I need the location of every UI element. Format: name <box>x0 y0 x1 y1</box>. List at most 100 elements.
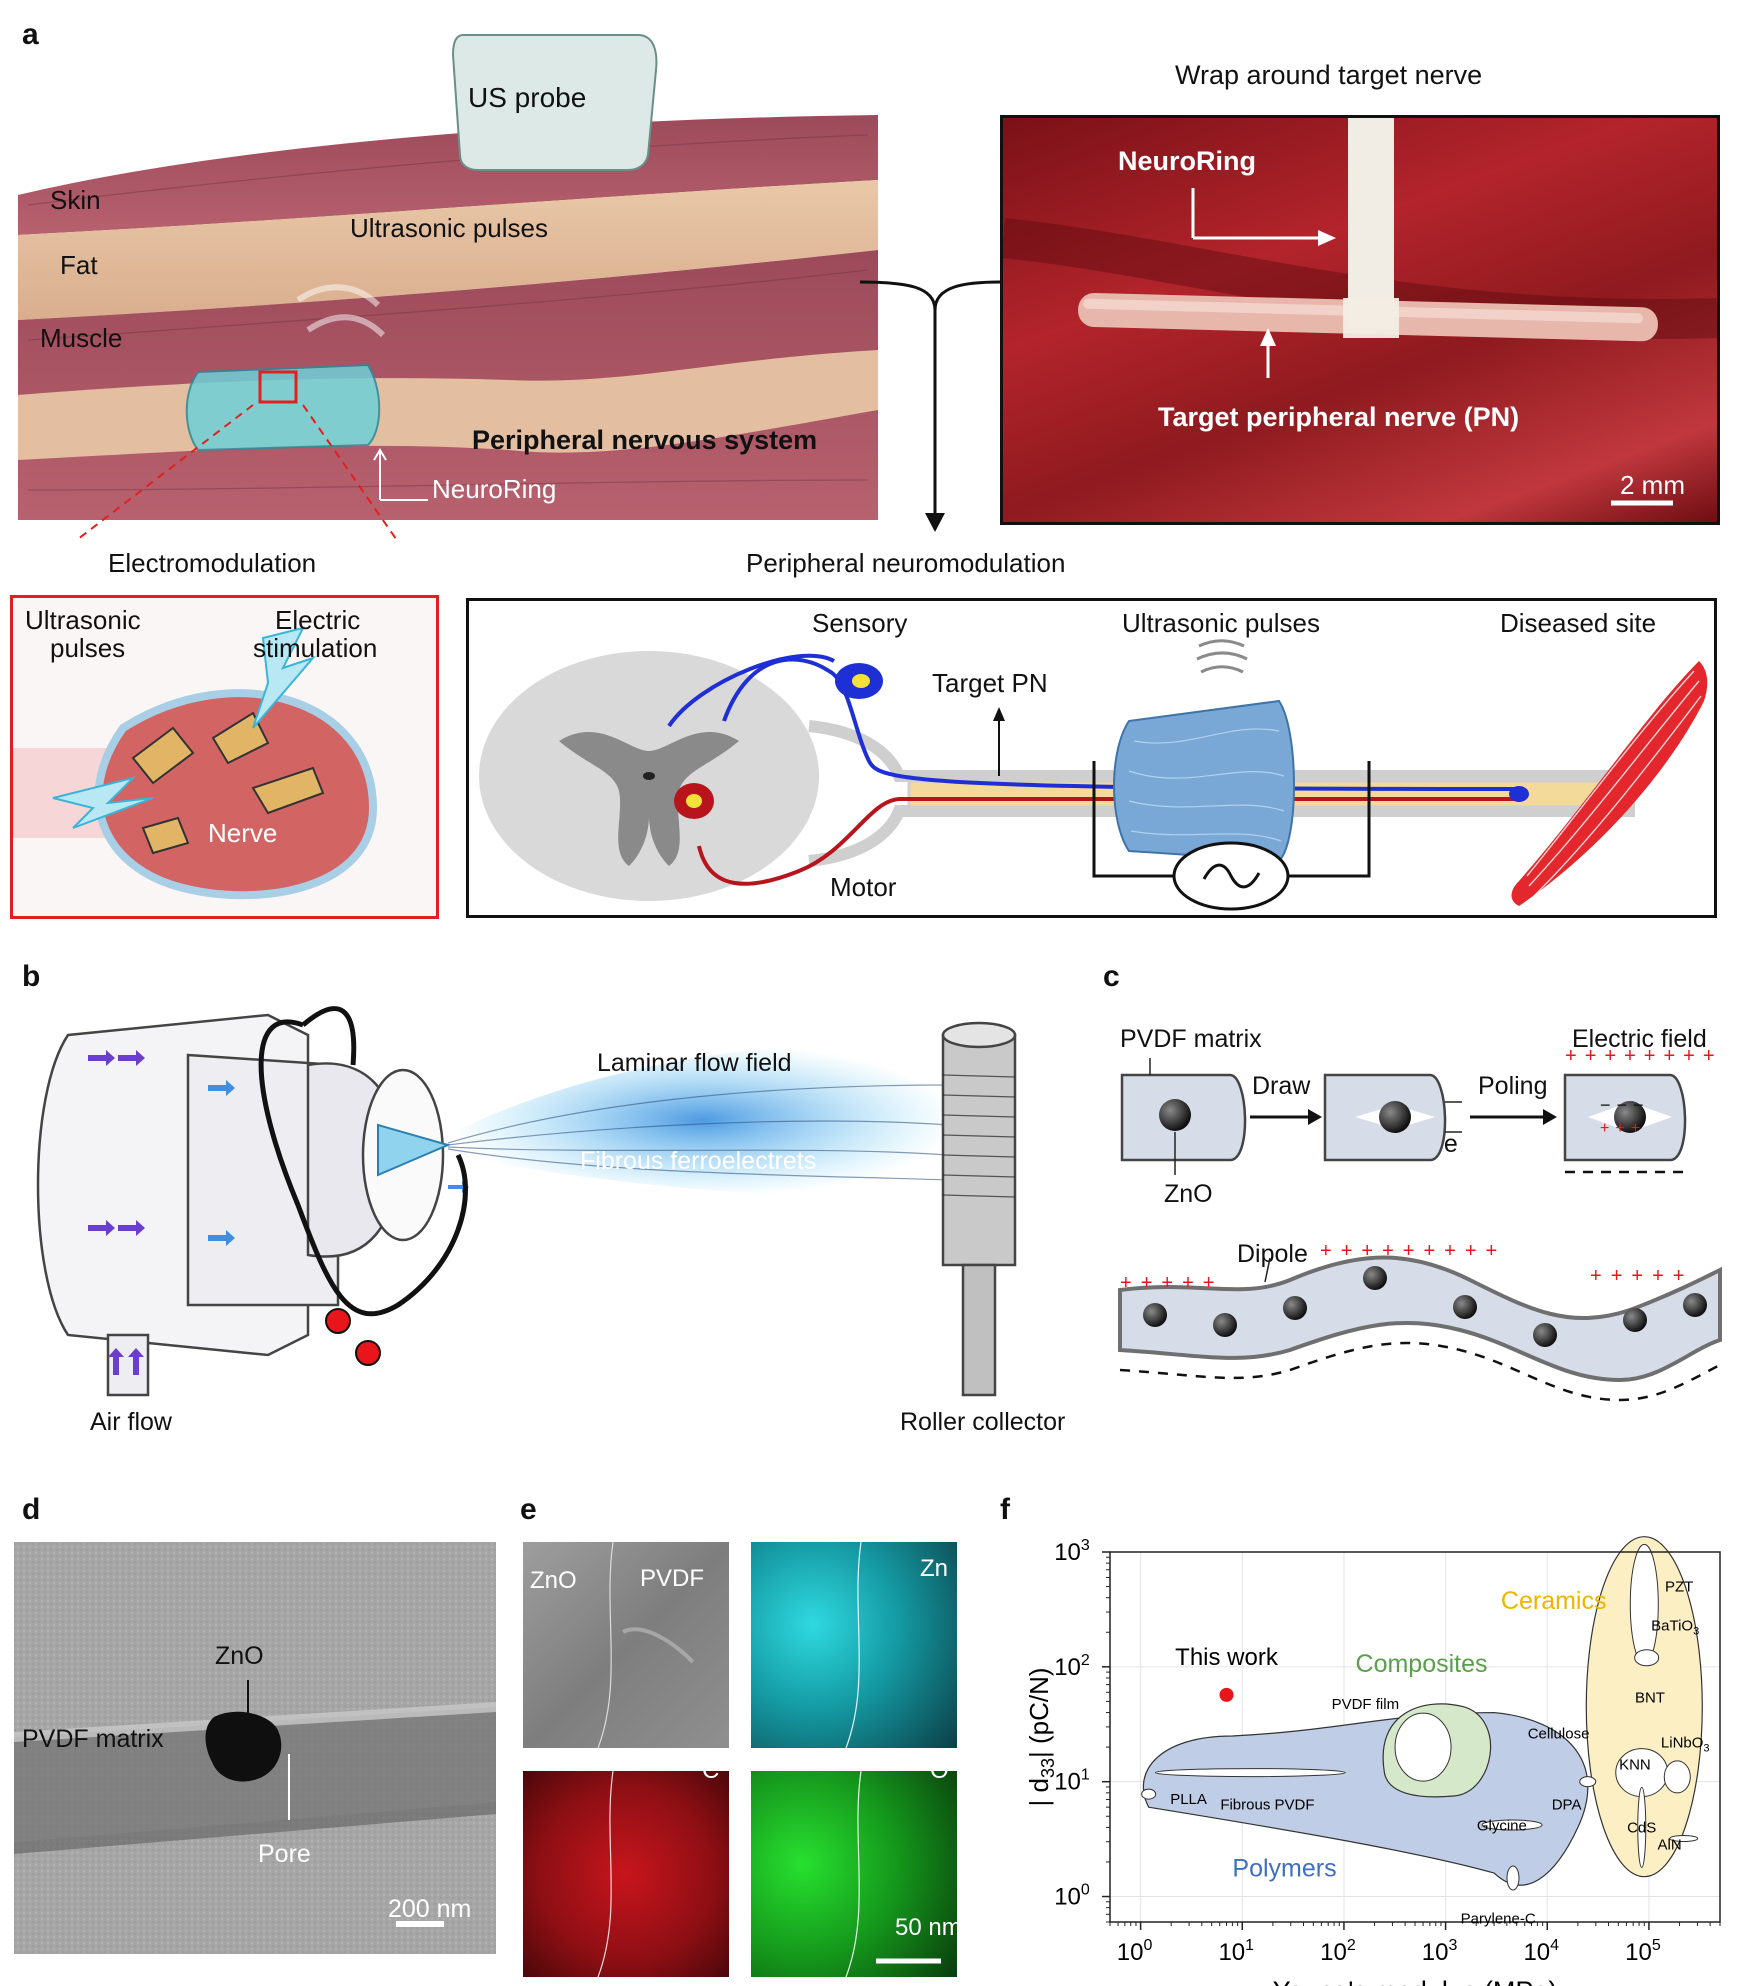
dipole-label: Dipole <box>1237 1240 1308 1268</box>
poling-schematic <box>1118 1058 1722 1402</box>
pore-label-d: Pore <box>258 1840 311 1868</box>
fibrous-label: Fibrous ferroelectrets <box>580 1147 817 1175</box>
plus: + <box>1604 1045 1625 1067</box>
pvdf-label-e: PVDF <box>640 1565 705 1592</box>
c-map <box>523 1771 729 1977</box>
pvdf-matrix-label-c: PVDF matrix <box>1120 1025 1262 1053</box>
film-plus-row-2: +++++++++ <box>1320 1240 1506 1263</box>
zno-label-e: ZnO <box>530 1567 577 1594</box>
this-work-point <box>1219 1687 1234 1702</box>
x-tick-exponent: 3 <box>1449 1937 1458 1954</box>
plus: + <box>1202 1272 1224 1294</box>
skin-label: Skin <box>50 185 101 215</box>
material-ellipse <box>1481 1819 1543 1831</box>
x-tick-label: 103 <box>1422 1937 1458 1966</box>
y-tick-exponent: 2 <box>1081 1652 1090 1669</box>
x-tick-label: 102 <box>1320 1937 1356 1966</box>
plus: + <box>1402 1240 1424 1262</box>
y-tick-exponent: 1 <box>1081 1767 1090 1784</box>
peripheral-neuromodulation-title: Peripheral neuromodulation <box>746 548 1066 578</box>
inset-electric-2: stimulation <box>253 633 378 663</box>
electromodulation-inset <box>10 595 439 919</box>
zn-label: Zn <box>920 1555 949 1582</box>
plus: + <box>1444 1240 1465 1262</box>
target-pn-label: Target PN <box>932 668 1048 698</box>
diseased-site-label: Diseased site <box>1500 608 1657 638</box>
material-ellipse <box>1663 1760 1691 1794</box>
tem-image <box>14 1542 496 1954</box>
inset-us-pulses-2: pulses <box>50 633 126 663</box>
connector-brace <box>859 280 1001 532</box>
y-tick-label: 103 <box>1054 1537 1090 1566</box>
material-label: BaTiO3 <box>1651 1618 1699 1638</box>
photo-scale-label: 2 mm <box>1620 470 1685 500</box>
plus: + <box>1624 1045 1644 1067</box>
material-ellipse <box>1629 1543 1659 1665</box>
plus: + <box>1382 1240 1403 1262</box>
panel-label-e: e <box>520 1493 537 1526</box>
plus: + <box>1652 1265 1673 1287</box>
x-tick-label: 105 <box>1625 1937 1661 1966</box>
field-plus-row: ++++++++ <box>1565 1045 1723 1068</box>
material-label: Parylene-C <box>1461 1910 1536 1927</box>
material-label-subscript: 3 <box>1703 1742 1709 1754</box>
zno-label-d: ZnO <box>215 1642 264 1670</box>
plus: + <box>1140 1272 1162 1294</box>
x-axis-label: Young's modulus (MPa) <box>1273 1976 1558 1986</box>
ultrasonic-pulses-label: Ultrasonic pulses <box>350 213 548 243</box>
y-tick-label: 100 <box>1054 1882 1090 1911</box>
plus: + <box>1615 1120 1631 1137</box>
material-label: PVDF film <box>1332 1696 1400 1713</box>
panel-label-b: b <box>22 960 41 993</box>
inset-electric-1: Electric <box>275 605 361 635</box>
polymers-region <box>1142 1711 1589 1886</box>
polymers-label: Polymers <box>1232 1854 1336 1882</box>
material-label: PZT <box>1665 1579 1693 1596</box>
y-tick-label: 102 <box>1054 1652 1090 1681</box>
inset-nerve-label: Nerve <box>208 818 278 848</box>
plus: + <box>1361 1240 1383 1262</box>
minus: − <box>1633 1095 1650 1115</box>
tissue-illustration <box>18 34 878 540</box>
plus: + <box>1631 1265 1653 1287</box>
sensory-label: Sensory <box>812 608 908 638</box>
plus: + <box>1610 1265 1632 1287</box>
pvdf-matrix-label-d: PVDF matrix <box>22 1725 164 1753</box>
y-tick-exponent: 0 <box>1081 1882 1090 1899</box>
ultrasonic-pulses-2-label: Ultrasonic pulses <box>1122 608 1320 638</box>
plus: + <box>1672 1265 1694 1287</box>
material-label: Fibrous PVDF <box>1220 1797 1314 1814</box>
plus: + <box>1590 1265 1611 1287</box>
photo-target-label: Target peripheral nerve (PN) <box>1158 402 1520 432</box>
y-axis-label: | d33| (pC/N) <box>1024 1667 1058 1806</box>
dipole-plus-bottom: +++ <box>1600 1120 1646 1138</box>
electron-2-label: e <box>353 1358 365 1380</box>
spinning-apparatus <box>36 1006 1017 1397</box>
zno-label-c: ZnO <box>1164 1180 1213 1208</box>
plus: + <box>1663 1045 1684 1067</box>
minus: − <box>1600 1095 1617 1115</box>
material-ellipse <box>1506 1865 1520 1891</box>
scale-label-d: 200 nm <box>388 1895 472 1923</box>
y-axis-symbol: d <box>1024 1778 1054 1792</box>
material-ellipse <box>1634 1649 1660 1667</box>
photo-neuroring-label: NeuroRing <box>1118 146 1256 176</box>
piezo-chart: 100101102103104105100101102103Young's mo… <box>1024 1536 1721 1986</box>
poling-label: Poling <box>1478 1072 1548 1100</box>
y-tick-exponent: 3 <box>1081 1537 1090 1554</box>
material-label: PLLA <box>1170 1791 1207 1808</box>
plus: + <box>1320 1240 1341 1262</box>
o-map <box>751 1771 957 1977</box>
plus: + <box>1464 1240 1486 1262</box>
x-tick-exponent: 2 <box>1347 1937 1356 1954</box>
material-label: DPA <box>1552 1797 1582 1814</box>
wrap-title: Wrap around target nerve <box>1175 60 1483 90</box>
dipole-minus-top: −−− <box>1600 1095 1650 1116</box>
x-tick-exponent: 1 <box>1245 1937 1254 1954</box>
draw-label: Draw <box>1252 1072 1311 1100</box>
this-work-label: This work <box>1175 1644 1279 1671</box>
x-tick-exponent: 0 <box>1144 1937 1153 1954</box>
material-label-subscript: 3 <box>1693 1626 1699 1638</box>
surgical-photo <box>1000 115 1720 525</box>
x-tick-label: 104 <box>1523 1937 1559 1966</box>
